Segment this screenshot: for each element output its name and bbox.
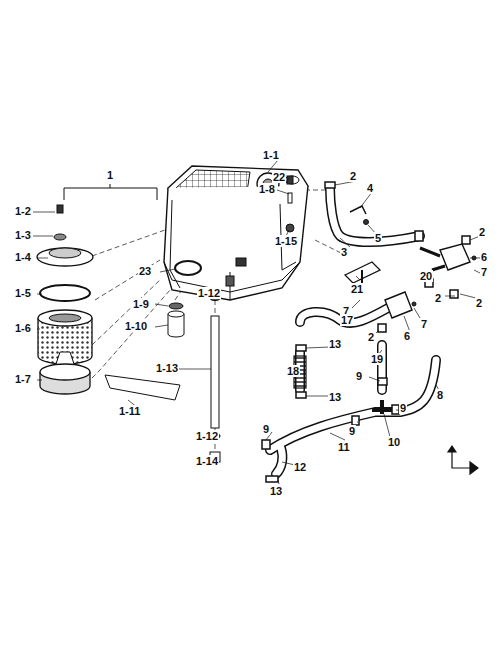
callout-number: 10 bbox=[387, 436, 401, 448]
callout-number: 1-10 bbox=[124, 320, 148, 332]
callout-number: 19 bbox=[370, 353, 384, 365]
callout-number: 11 bbox=[337, 441, 351, 453]
callout-number: 17 bbox=[340, 314, 354, 326]
filter-parts bbox=[37, 205, 93, 394]
callout-number: 1-7 bbox=[14, 373, 32, 385]
callout-number: 13 bbox=[328, 391, 342, 403]
callout-number: 1-14 bbox=[195, 455, 219, 467]
callout-number: 6 bbox=[403, 330, 411, 342]
callout-number: 2 bbox=[349, 170, 357, 182]
callout-number: 1-2 bbox=[14, 205, 32, 217]
callout-number: 3 bbox=[340, 246, 348, 258]
callout-number: 9 bbox=[348, 425, 356, 437]
callout-number: 1-6 bbox=[14, 322, 32, 334]
callout-number: 9 bbox=[399, 402, 407, 414]
callout-number: 1-5 bbox=[14, 287, 32, 299]
callout-number: 13 bbox=[328, 338, 342, 350]
callout-number: 1-11 bbox=[118, 405, 141, 417]
callout-number: 2 bbox=[475, 297, 483, 309]
callout-number: 4 bbox=[366, 182, 374, 194]
callout-number: 2 bbox=[434, 292, 442, 304]
callout-number: 18 bbox=[286, 365, 300, 377]
callout-number: 9 bbox=[262, 423, 270, 435]
callout-number: 6 bbox=[480, 251, 488, 263]
callout-number: 1-12 bbox=[195, 430, 219, 442]
callout-number: 1 bbox=[106, 169, 114, 181]
callout-number: 7 bbox=[480, 266, 488, 278]
air-box bbox=[164, 166, 308, 300]
callout-number: 1-8 bbox=[258, 183, 276, 195]
callout-number: 1-13 bbox=[155, 362, 179, 374]
callout-number: 8 bbox=[436, 389, 444, 401]
callout-number: 12 bbox=[293, 461, 307, 473]
callout-number: 22 bbox=[272, 171, 286, 183]
callout-number: 5 bbox=[374, 232, 382, 244]
direction-icon bbox=[448, 446, 478, 474]
callout-number: 1-1 bbox=[262, 149, 280, 161]
callout-number: 1-12 bbox=[197, 287, 221, 299]
callout-number: 1-4 bbox=[14, 251, 32, 263]
callout-number: 2 bbox=[478, 226, 486, 238]
callout-number: 21 bbox=[350, 283, 364, 295]
callout-number: 7 bbox=[420, 318, 428, 330]
callout-number: 13 bbox=[269, 485, 283, 497]
callout-number: 20 bbox=[419, 270, 433, 282]
callout-number: 1-15 bbox=[274, 235, 298, 247]
callout-number: 2 bbox=[367, 331, 375, 343]
hoses bbox=[270, 188, 436, 474]
callout-number: 23 bbox=[138, 265, 152, 277]
callout-number: 1-3 bbox=[14, 229, 32, 241]
callout-number: 1-9 bbox=[132, 298, 150, 310]
callout-number: 9 bbox=[355, 370, 363, 382]
